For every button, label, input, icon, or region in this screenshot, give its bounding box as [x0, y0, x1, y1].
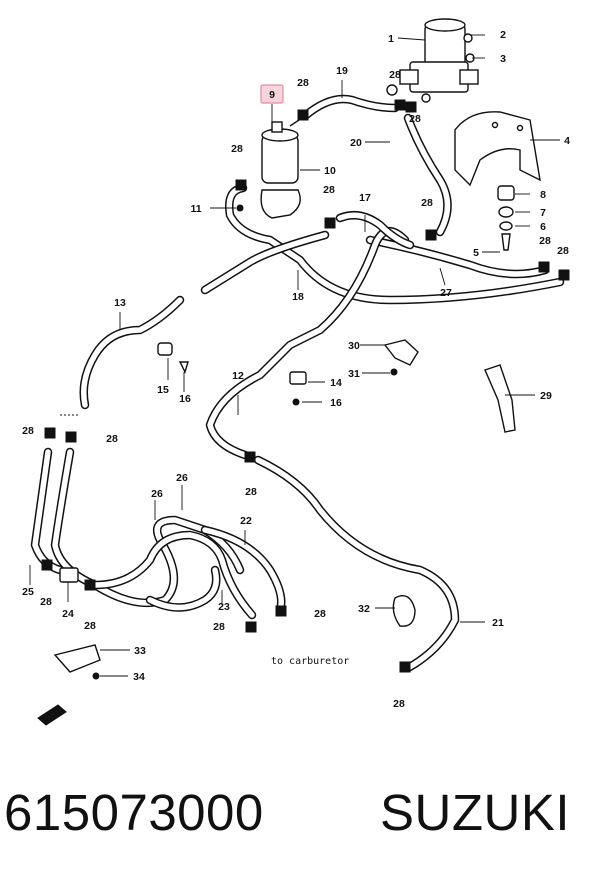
- callout-33: 33: [134, 645, 146, 657]
- fuel-line-diagram: 9 1 2 3 4 8 7 6 5 10 11 12 13 14 15 16 1…: [22, 18, 570, 726]
- leader-lines: [29, 34, 560, 677]
- callout-17: 17: [359, 192, 371, 204]
- callout-28: 28: [421, 197, 433, 209]
- clip-15: [157, 342, 189, 374]
- callout-1: 1: [388, 33, 394, 45]
- pipe-18: [225, 183, 565, 305]
- callout-29: 29: [540, 390, 552, 402]
- callout-28: 28: [106, 433, 118, 445]
- callout-26b: 26: [176, 472, 188, 484]
- callout-3: 3: [500, 53, 506, 65]
- fuel-pump: [386, 18, 479, 103]
- hose-29: [484, 364, 516, 433]
- callout-20: 20: [350, 137, 362, 149]
- caption-bar: [0, 745, 600, 896]
- callout-23: 23: [218, 601, 230, 613]
- filter-bracket: [260, 189, 301, 219]
- callout-28: 28: [314, 608, 326, 620]
- connector-24: [59, 567, 79, 583]
- callout-28: 28: [22, 425, 34, 437]
- fuel-filter: [261, 117, 303, 184]
- pipe-17: [335, 210, 415, 250]
- callout-7: 7: [540, 207, 546, 219]
- callout-18: 18: [292, 291, 304, 303]
- callout-28: 28: [557, 245, 569, 257]
- callout-28: 28: [539, 235, 551, 247]
- callout-10: 10: [324, 165, 336, 177]
- callout-14: 14: [330, 377, 342, 389]
- callout-25: 25: [22, 586, 34, 598]
- callout-28: 28: [297, 77, 309, 89]
- pipe-13: [79, 230, 330, 410]
- callout-28: 28: [40, 596, 52, 608]
- clamp-32: [392, 595, 416, 627]
- bolts: [92, 204, 398, 680]
- callout-32: 32: [358, 603, 370, 615]
- callout-12: 12: [232, 370, 244, 382]
- callout-22: 22: [240, 515, 252, 527]
- callout-28: 28: [393, 698, 405, 710]
- hose-26-a: [50, 447, 245, 608]
- hose-clamps: [41, 99, 570, 673]
- callout-11: 11: [190, 203, 201, 215]
- callout-19: 19: [336, 65, 348, 77]
- hose-19: [300, 94, 400, 121]
- callout-6: 6: [540, 221, 546, 233]
- pipe-12: [205, 227, 410, 460]
- mounting-parts: [497, 185, 515, 251]
- highlight-box: [260, 84, 284, 104]
- callout-26a: 26: [151, 488, 163, 500]
- callout-28: 28: [409, 113, 421, 125]
- callout-2: 2: [500, 29, 506, 41]
- brand-name: SUZUKI: [380, 784, 571, 841]
- hose-26-b: [90, 530, 257, 620]
- pipe-27: [365, 235, 550, 279]
- clip-14: [289, 371, 307, 385]
- part-number: 615073000: [4, 784, 264, 841]
- callout-28: 28: [245, 486, 257, 498]
- callout-labels: 9 1 2 3 4 8 7 6 5 10 11 12 13 14 15 16 1…: [22, 29, 570, 710]
- callout-16b: 16: [330, 397, 342, 409]
- callout-28: 28: [213, 621, 225, 633]
- bracket-30: [383, 339, 419, 366]
- callout-8: 8: [540, 189, 546, 201]
- callout-28: 28: [84, 620, 96, 632]
- callout-15: 15: [157, 384, 169, 396]
- hose-20: [403, 113, 452, 237]
- callout-28: 28: [323, 184, 335, 196]
- callout-21: 21: [492, 617, 504, 629]
- callout-16a: 16: [179, 393, 191, 405]
- callout-30: 30: [348, 340, 360, 352]
- hoses: [30, 94, 565, 673]
- hose-23: [145, 565, 221, 612]
- carburetor-note: to carburetor: [271, 656, 349, 667]
- callout-5: 5: [473, 247, 479, 259]
- callout-27: 27: [440, 287, 452, 299]
- callout-28: 28: [389, 69, 401, 81]
- callout-24: 24: [62, 608, 74, 620]
- callout-28: 28: [231, 143, 243, 155]
- pump-bracket: [454, 111, 541, 187]
- hose-22: [200, 525, 286, 615]
- callout-31: 31: [348, 368, 360, 380]
- callout-4: 4: [564, 135, 570, 147]
- callout-13: 13: [114, 297, 126, 309]
- callout-9: 9: [269, 89, 275, 101]
- callout-34: 34: [133, 671, 145, 683]
- pipe-21: [253, 455, 460, 673]
- front-arrow-icon: [37, 704, 67, 726]
- bracket-33: [53, 644, 101, 673]
